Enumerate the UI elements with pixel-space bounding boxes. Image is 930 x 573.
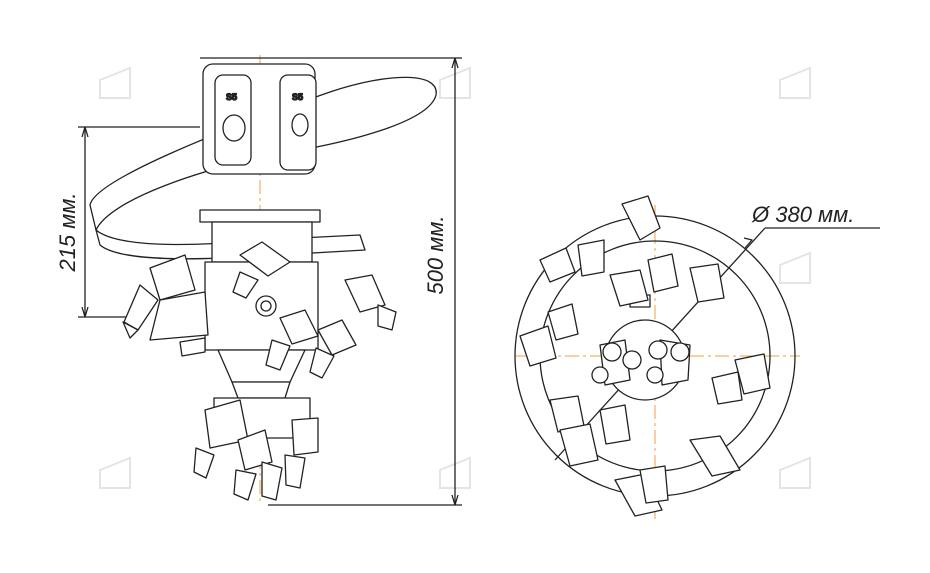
plate-left-label: S5 (226, 92, 237, 102)
height-215-label: 215 мм. (55, 192, 80, 272)
teeth-side (122, 241, 397, 501)
height-500-label: 500 мм. (423, 215, 448, 294)
watermark-marks (99, 66, 811, 489)
bottom-view (514, 195, 880, 520)
dimension-lines (78, 57, 462, 506)
teeth-bottom (519, 195, 771, 517)
diameter-label: Ø 380 мм. (751, 202, 854, 227)
pin-hole-left (222, 114, 246, 142)
pin-hole-right (291, 113, 309, 137)
side-view: S5 S5 (78, 55, 462, 506)
plate-right-label: S5 (292, 92, 303, 102)
